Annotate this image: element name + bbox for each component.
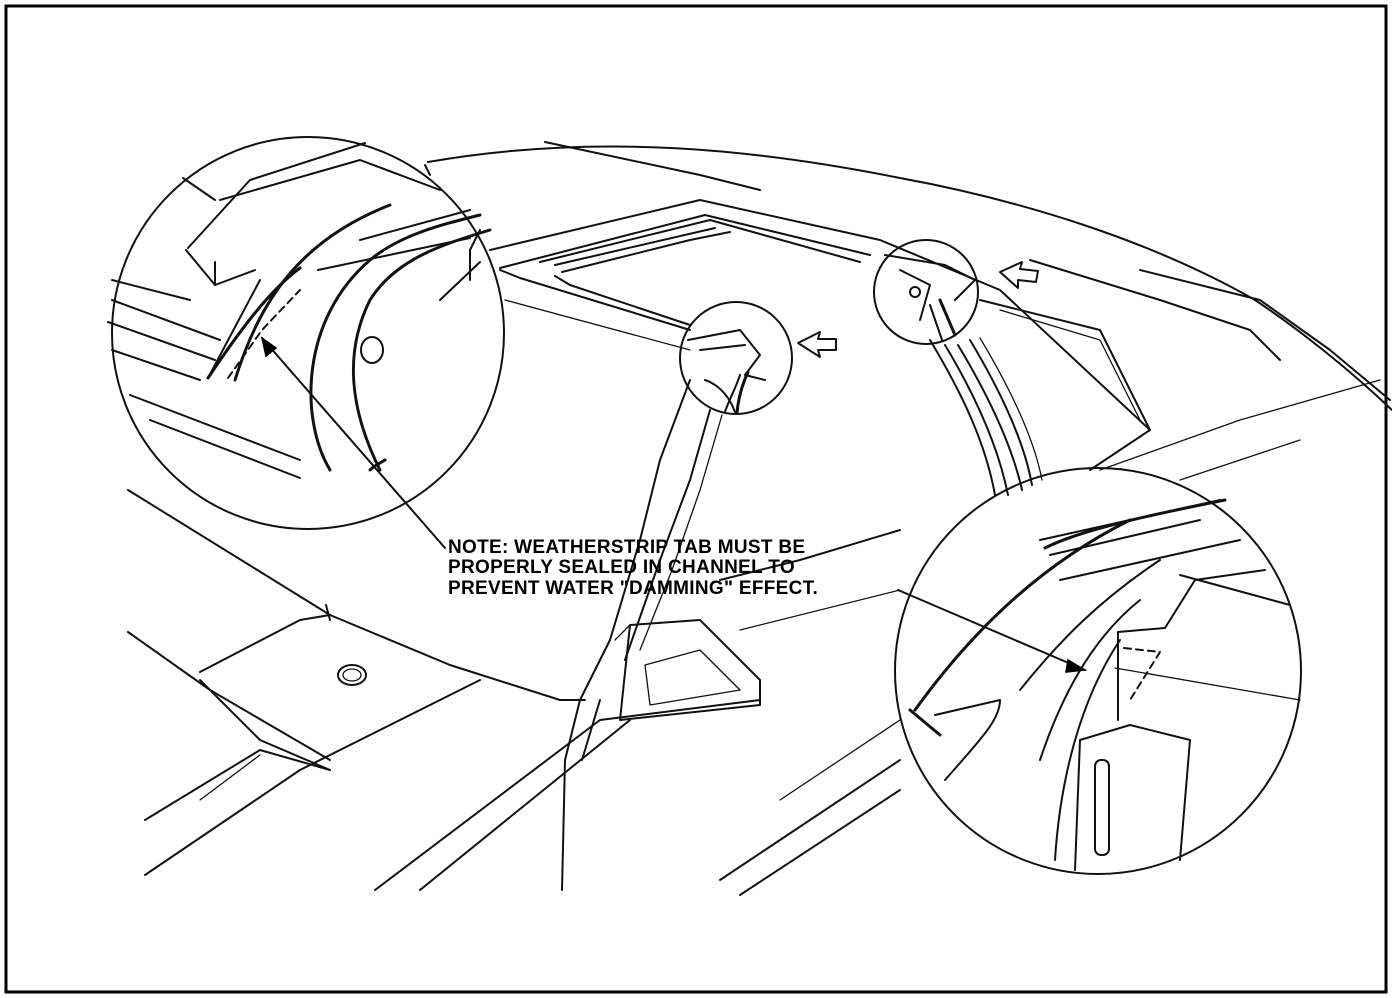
note-line-3: PREVENT WATER "DAMMING" EFFECT. (448, 578, 818, 599)
callout-leaders (260, 336, 1088, 673)
note-line-1: NOTE: WEATHERSTRIP TAB MUST BE (448, 537, 805, 558)
hood-hole (337, 664, 367, 686)
car-roof-body (127, 141, 1392, 896)
detail-circle-right (873, 239, 979, 345)
detail-circle-right-large (894, 467, 1302, 875)
note-line-2: PROPERLY SEALED IN CHANNEL TO (448, 557, 795, 578)
detail-circle-center (679, 301, 793, 415)
note-callout: NOTE: WEATHERSTRIP TAB MUST BE PROPERLY … (448, 537, 818, 599)
direction-arrow-right (999, 261, 1039, 289)
page-border (4, 4, 1388, 994)
leader-arrowhead-left (260, 336, 278, 358)
side-mirror (619, 619, 761, 721)
direction-arrow-center (797, 331, 837, 358)
detail-circle-left (107, 136, 505, 530)
leader-arrowhead-right (1065, 658, 1088, 673)
